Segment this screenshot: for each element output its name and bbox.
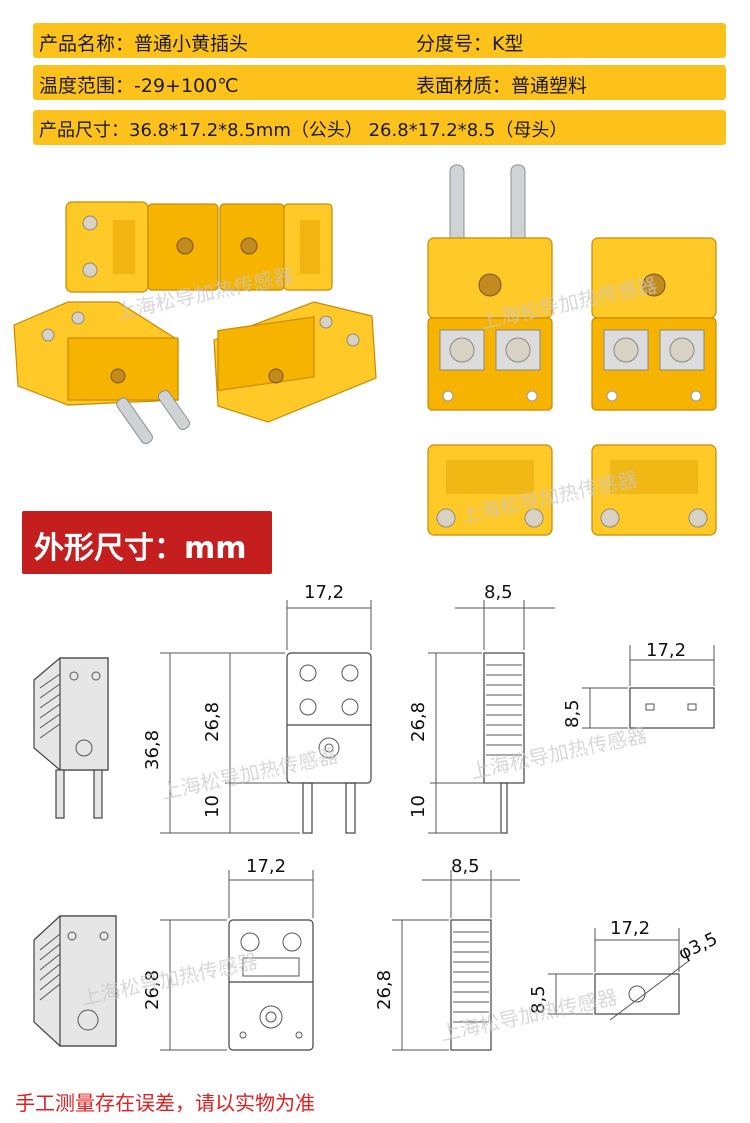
male-top-view: 17,2 8,5: [562, 640, 715, 729]
male-top-width-label: 17,2: [646, 640, 686, 661]
female-cover: [591, 444, 717, 536]
spec-bar-row1: 产品名称：普通小黄插头 分度号：K型: [33, 23, 726, 58]
male-total-height-label: 36,8: [142, 730, 163, 770]
surface-material: 表面材质：普通塑料: [416, 75, 588, 97]
male-cover: [427, 444, 553, 536]
male-width-label: 17,2: [304, 582, 344, 603]
female-front-view: 17,2 26,8: [142, 856, 314, 1051]
male-pin-length-label: 10: [202, 795, 223, 818]
female-top-width-label: 17,2: [610, 918, 650, 939]
female-drawing-row: 17,2 26,8 8,5 26,8 17,2 φ3,5 8,5 上海松导加热传…: [33, 856, 721, 1051]
male-drawing-row: 17,2 36,8 26,8 10 8,5 26,8 10 17,2: [33, 582, 715, 834]
connector-photo-left: 上海松导加热传感器: [13, 201, 377, 445]
female-connector-front: [213, 301, 377, 423]
connector-photo-right: 上海松导加热传感器 上海松导加热传感器: [427, 164, 717, 536]
male-front-view: 17,2 36,8 26,8 10: [142, 582, 372, 834]
watermark-drawing-male-right: 上海松导加热传感器: [468, 723, 649, 784]
mated-connector-back: [65, 201, 333, 293]
thermocouple-type: 分度号：K型: [416, 33, 524, 55]
measurement-disclaimer: 手工测量存在误差，请以实物为准: [15, 1091, 315, 1115]
watermark-drawing-male: 上海松导加热传感器: [159, 743, 340, 804]
spec-bar-row2: 温度范围：-29+100℃ 表面材质：普通塑料: [33, 65, 726, 100]
temperature-range: 温度范围：-29+100℃: [39, 75, 239, 97]
male-side-body-height-label: 26,8: [408, 702, 429, 742]
male-depth-label: 8,5: [484, 582, 513, 603]
male-3d-sketch: [33, 657, 109, 819]
male-connector-open: [427, 164, 553, 411]
female-height-label: 26,8: [142, 970, 163, 1010]
female-width-label: 17,2: [246, 856, 286, 877]
female-side-view: 8,5 26,8: [374, 856, 520, 1051]
product-size: 产品尺寸：36.8*17.2*8.5mm（公头） 26.8*17.2*8.5（母…: [39, 120, 568, 141]
male-top-depth-label: 8,5: [562, 699, 583, 728]
female-side-height-label: 26,8: [374, 970, 395, 1010]
female-depth-label: 8,5: [451, 856, 480, 877]
male-side-view: 8,5 26,8 10: [408, 582, 555, 834]
male-body-height-label: 26,8: [202, 702, 223, 742]
male-side-pin-length-label: 10: [408, 795, 429, 818]
female-3d-sketch: [33, 915, 117, 1047]
dimension-section-title: 外形尺寸：mm: [22, 511, 272, 574]
product-name: 产品名称：普通小黄插头: [39, 33, 249, 55]
female-top-depth-label: 8,5: [528, 985, 549, 1014]
female-connector-open: [591, 237, 717, 411]
female-hole-diameter-label: φ3,5: [675, 928, 721, 964]
spec-bar-row3: 产品尺寸：36.8*17.2*8.5mm（公头） 26.8*17.2*8.5（母…: [33, 110, 726, 145]
male-connector-front: [13, 301, 191, 445]
